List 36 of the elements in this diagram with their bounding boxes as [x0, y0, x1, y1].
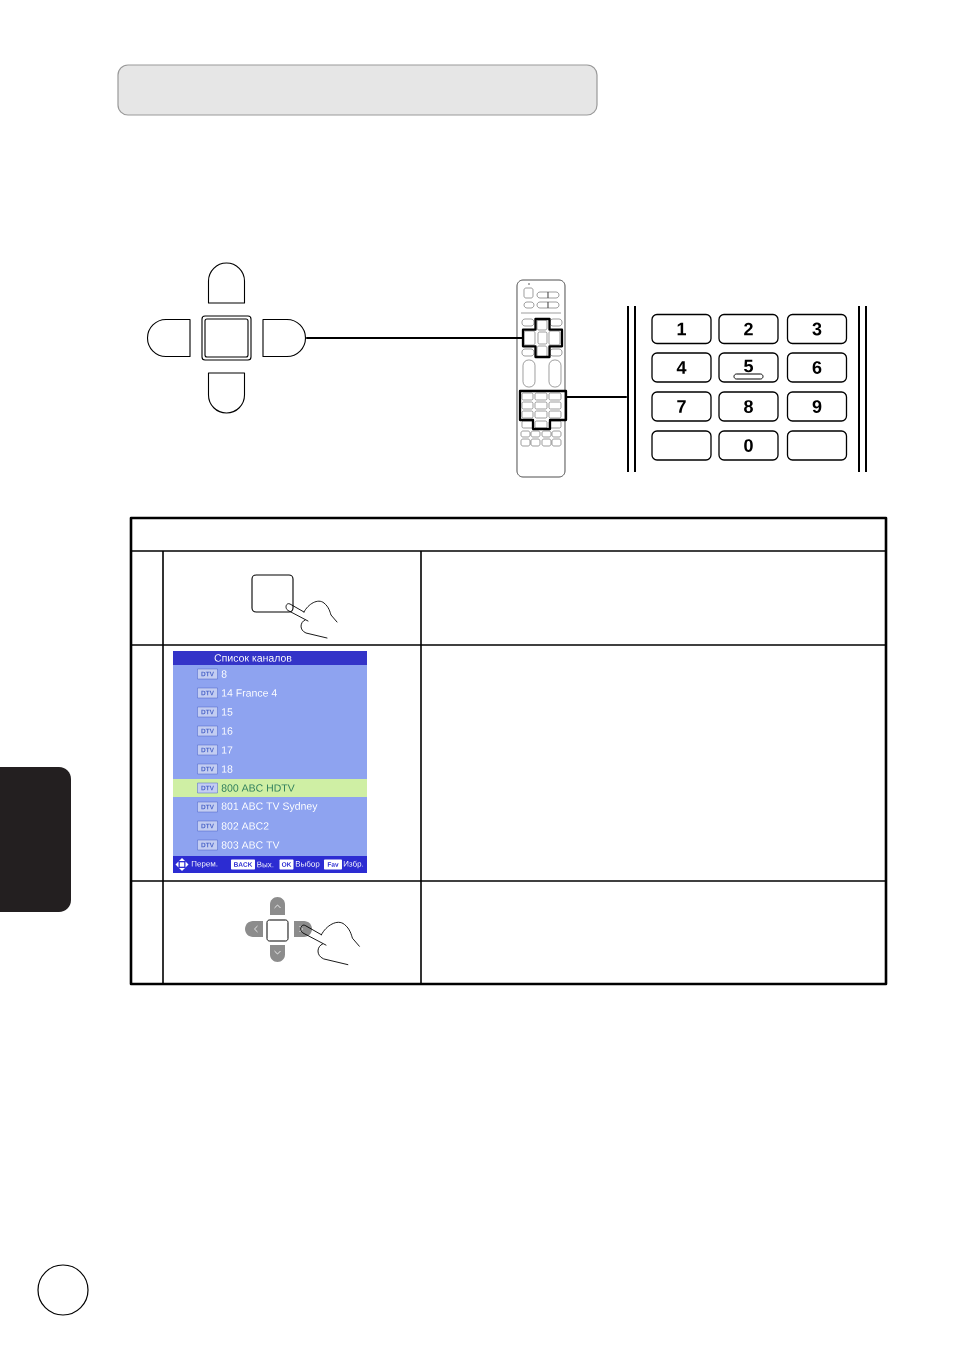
number-key: 4 — [651, 352, 712, 383]
screen-title-bar: Список каналов — [173, 651, 367, 665]
channel-name: 800 ABC HDTV — [221, 784, 295, 792]
number-key: 7 — [651, 391, 712, 422]
number-key: 0 — [718, 430, 779, 461]
channel-name: 14 France 4 — [222, 689, 277, 697]
channel-name: 802 ABC2 — [221, 822, 269, 830]
blank-key — [786, 430, 848, 461]
channel-name: 16 — [222, 727, 233, 735]
hint-text: Перем. — [191, 860, 218, 869]
title-bar — [117, 64, 598, 116]
side-tab — [0, 767, 71, 912]
number-key: 1 — [651, 313, 712, 345]
channel-name: 801 ABC TV Sydney — [221, 802, 318, 812]
hint-text: Вых. — [257, 861, 274, 868]
channel-name: 803 ABC TV — [221, 841, 280, 849]
hint-text: Выбор — [295, 860, 320, 869]
number-key: 5 — [718, 352, 779, 383]
channel-name: 15 — [222, 708, 233, 716]
channel-name: 17 — [222, 746, 233, 754]
channel-name: 18 — [222, 765, 233, 773]
keypad-panel — [627, 305, 867, 473]
leader-line — [565, 396, 628, 398]
hint-text: Избр. — [343, 860, 364, 869]
highlight-frame — [518, 389, 568, 431]
channel-name: 8 — [221, 670, 227, 678]
number-key: 8 — [718, 391, 779, 422]
leader-line — [305, 337, 524, 339]
highlight-frame — [521, 317, 564, 359]
number-key: 3 — [786, 313, 848, 345]
remote-control — [516, 279, 566, 478]
blank-key — [651, 430, 712, 461]
number-key: 2 — [718, 313, 779, 345]
number-key: 6 — [786, 352, 848, 383]
number-key: 9 — [786, 391, 848, 422]
dpad-illustration — [146, 262, 307, 414]
